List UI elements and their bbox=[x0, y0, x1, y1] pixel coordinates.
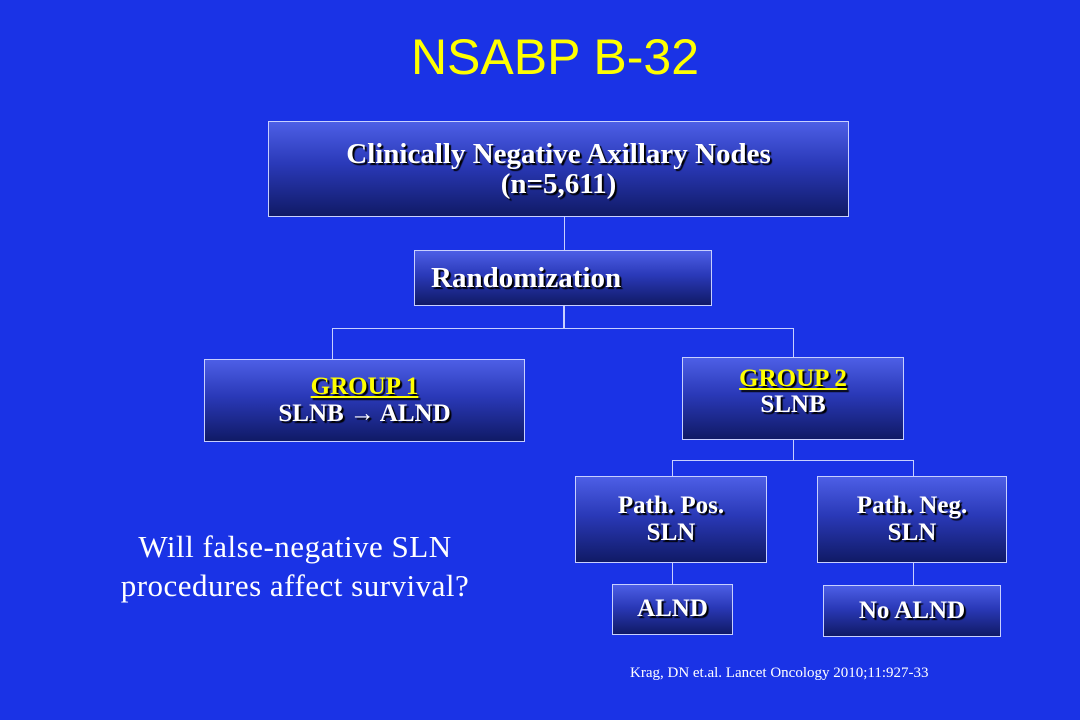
path-pos-box: Path. Pos. SLN bbox=[575, 476, 767, 563]
connector-path-horizontal bbox=[672, 460, 914, 461]
path-neg-line1: Path. Neg. bbox=[856, 492, 968, 520]
reference-citation: Krag, DN et.al. Lancet Oncology 2010;11:… bbox=[630, 665, 929, 681]
connector-pathpos-drop bbox=[672, 460, 673, 476]
question-line1: Will false-negative SLN bbox=[138, 529, 452, 564]
path-pos-line1: Path. Pos. bbox=[617, 492, 725, 520]
group1-box: GROUP 1 SLNB → ALND bbox=[204, 359, 525, 442]
connector-pathneg-drop bbox=[913, 460, 914, 476]
population-line2: (n=5,611) bbox=[500, 168, 617, 200]
path-pos-line2: SLN bbox=[646, 518, 696, 546]
alnd-box: ALND bbox=[612, 584, 733, 635]
connector-pathneg-noalnd bbox=[913, 563, 914, 585]
group2-label: GROUP 2 bbox=[739, 365, 847, 392]
question-text: Will false-negative SLN procedures affec… bbox=[60, 528, 530, 606]
question-line2: procedures affect survival? bbox=[120, 567, 470, 603]
group1-detail: SLNB → ALND bbox=[278, 399, 451, 427]
population-line1: Clinically Negative Axillary Nodes bbox=[346, 137, 771, 170]
randomization-label: Randomization bbox=[431, 261, 622, 294]
path-neg-line2: SLN bbox=[887, 518, 937, 546]
connector-population-randomization bbox=[564, 217, 565, 250]
no-alnd-label: No ALND bbox=[858, 596, 966, 624]
slide-title: NSABP B-32 bbox=[410, 29, 700, 85]
alnd-label: ALND bbox=[637, 595, 708, 623]
connector-group1-drop bbox=[332, 328, 333, 359]
group2-box: GROUP 2 SLNB bbox=[682, 357, 904, 440]
no-alnd-box: No ALND bbox=[823, 585, 1001, 637]
path-neg-box: Path. Neg. SLN bbox=[817, 476, 1007, 563]
connector-groups-horizontal bbox=[332, 328, 794, 329]
population-box: Clinically Negative Axillary Nodes (n=5,… bbox=[268, 121, 849, 217]
group1-label: GROUP 1 bbox=[310, 373, 419, 401]
randomization-box: Randomization bbox=[414, 250, 712, 306]
connector-group2-drop bbox=[793, 328, 794, 357]
connector-pathpos-alnd bbox=[672, 563, 673, 584]
connector-randomization-stem bbox=[563, 306, 565, 328]
group2-detail: SLNB bbox=[760, 391, 826, 419]
connector-group2-stem bbox=[793, 440, 794, 460]
